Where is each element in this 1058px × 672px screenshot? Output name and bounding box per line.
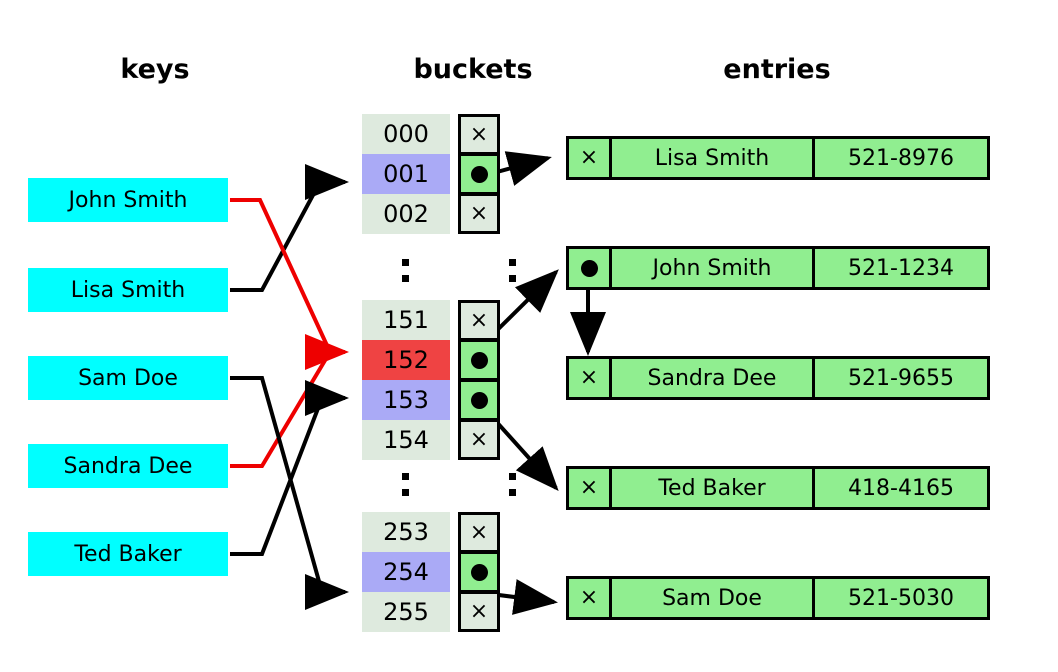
key-box-lisa-smith[interactable]: Lisa Smith — [28, 268, 228, 312]
bucket-cell-255[interactable]: × — [458, 592, 500, 632]
bucket-index-254: 254 — [362, 552, 450, 592]
key-box-ted-baker[interactable]: Ted Baker — [28, 532, 228, 576]
entry-pointer-cell[interactable]: × — [569, 359, 612, 397]
ellipsis-cells-lower — [507, 466, 517, 502]
bucket-row-152[interactable]: 152 — [362, 340, 502, 380]
entry-lisa-smith[interactable]: × Lisa Smith 521-8976 — [566, 136, 990, 180]
ellipsis-dot — [508, 472, 516, 480]
wire-sam-doe-to-254 — [230, 376, 349, 610]
wire-lisa-smith-to-001 — [230, 164, 349, 292]
bucket-cell-002[interactable]: × — [458, 194, 500, 234]
entry-phone-cell: 521-1234 — [848, 255, 954, 281]
ellipsis-dot — [508, 488, 516, 496]
bucket-index-154: 154 — [362, 420, 450, 460]
key-box-john-smith[interactable]: John Smith — [28, 178, 228, 222]
entry-pointer-cell[interactable] — [569, 249, 612, 287]
bucket-index-253: 253 — [362, 512, 450, 552]
entry-phone-cell: 418-4165 — [848, 475, 954, 501]
x-mark-icon: × — [469, 426, 489, 452]
x-mark-icon: × — [469, 307, 489, 333]
bucket-cell-001[interactable] — [458, 154, 500, 194]
bucket-index-152: 152 — [362, 340, 450, 380]
bucket-cell-152[interactable] — [458, 340, 500, 380]
x-mark-icon: × — [579, 475, 599, 500]
ellipsis-dot — [401, 488, 409, 496]
bucket-group-mid: 151 × 152 153 154 × — [362, 300, 502, 460]
key-box-sandra-dee[interactable]: Sandra Dee — [28, 444, 228, 488]
bucket-cell-153[interactable] — [458, 380, 500, 420]
pointer-dot-icon — [470, 391, 488, 409]
wire-ted-baker-to-153 — [230, 380, 349, 556]
x-mark-icon: × — [469, 598, 489, 624]
entry-ted-baker[interactable]: × Ted Baker 418-4165 — [566, 466, 990, 510]
pointer-dot-icon — [580, 259, 598, 277]
key-box-sam-doe[interactable]: Sam Doe — [28, 356, 228, 400]
bucket-group-low: 000 × 001 002 × — [362, 114, 502, 234]
x-mark-icon: × — [579, 585, 599, 610]
entry-pointer-cell[interactable]: × — [569, 139, 612, 177]
ellipsis-dot — [508, 258, 516, 266]
entry-name-cell: John Smith — [612, 249, 815, 287]
bucket-index-151: 151 — [362, 300, 450, 340]
bucket-row-002[interactable]: 002 × — [362, 194, 502, 234]
x-mark-icon: × — [469, 519, 489, 545]
wire-john-smith-to-152 — [230, 198, 349, 370]
wire-sandra-dee-to-152 — [230, 350, 332, 468]
bucket-cell-254[interactable] — [458, 552, 500, 592]
x-mark-icon: × — [579, 365, 599, 390]
x-mark-icon: × — [579, 145, 599, 170]
column-header-entries: entries — [723, 54, 831, 85]
entry-name-cell: Lisa Smith — [612, 139, 815, 177]
entry-john-smith[interactable]: John Smith 521-1234 — [566, 246, 990, 290]
bucket-row-153[interactable]: 153 — [362, 380, 502, 420]
bucket-row-254[interactable]: 254 — [362, 552, 502, 592]
ellipsis-cells-upper — [507, 252, 517, 288]
ellipsis-indices-upper — [400, 252, 410, 288]
entry-phone-cell: 521-8976 — [848, 145, 954, 171]
ellipsis-dot — [401, 274, 409, 282]
bucket-cell-000[interactable]: × — [458, 114, 500, 154]
bucket-index-002: 002 — [362, 194, 450, 234]
x-mark-icon: × — [469, 200, 489, 226]
bucket-row-253[interactable]: 253 × — [362, 512, 502, 552]
ellipsis-indices-lower — [400, 466, 410, 502]
bucket-cell-253[interactable]: × — [458, 512, 500, 552]
entry-phone-cell: 521-9655 — [848, 365, 954, 391]
bucket-cell-151[interactable]: × — [458, 300, 500, 340]
bucket-cell-154[interactable]: × — [458, 420, 500, 460]
bucket-index-255: 255 — [362, 592, 450, 632]
bucket-row-151[interactable]: 151 × — [362, 300, 502, 340]
x-mark-icon: × — [469, 121, 489, 147]
pointer-dot-icon — [470, 563, 488, 581]
bucket-row-001[interactable]: 001 — [362, 154, 502, 194]
column-header-keys: keys — [120, 54, 190, 85]
bucket-index-153: 153 — [362, 380, 450, 420]
pointer-dot-icon — [470, 351, 488, 369]
entry-name-cell: Sandra Dee — [612, 359, 815, 397]
entry-pointer-cell[interactable]: × — [569, 469, 612, 507]
column-header-buckets: buckets — [413, 54, 533, 85]
entry-name-cell: Sam Doe — [612, 579, 815, 617]
bucket-row-154[interactable]: 154 × — [362, 420, 502, 460]
entry-pointer-cell[interactable]: × — [569, 579, 612, 617]
ellipsis-dot — [401, 258, 409, 266]
bucket-index-001: 001 — [362, 154, 450, 194]
entry-sandra-dee[interactable]: × Sandra Dee 521-9655 — [566, 356, 990, 400]
bucket-group-high: 253 × 254 255 × — [362, 512, 502, 632]
entry-name-cell: Ted Baker — [612, 469, 815, 507]
entry-phone-cell: 521-5030 — [848, 585, 954, 611]
ellipsis-dot — [508, 274, 516, 282]
ellipsis-dot — [401, 472, 409, 480]
bucket-index-000: 000 — [362, 114, 450, 154]
bucket-row-255[interactable]: 255 × — [362, 592, 502, 632]
entry-sam-doe[interactable]: × Sam Doe 521-5030 — [566, 576, 990, 620]
pointer-dot-icon — [470, 165, 488, 183]
bucket-row-000[interactable]: 000 × — [362, 114, 502, 154]
